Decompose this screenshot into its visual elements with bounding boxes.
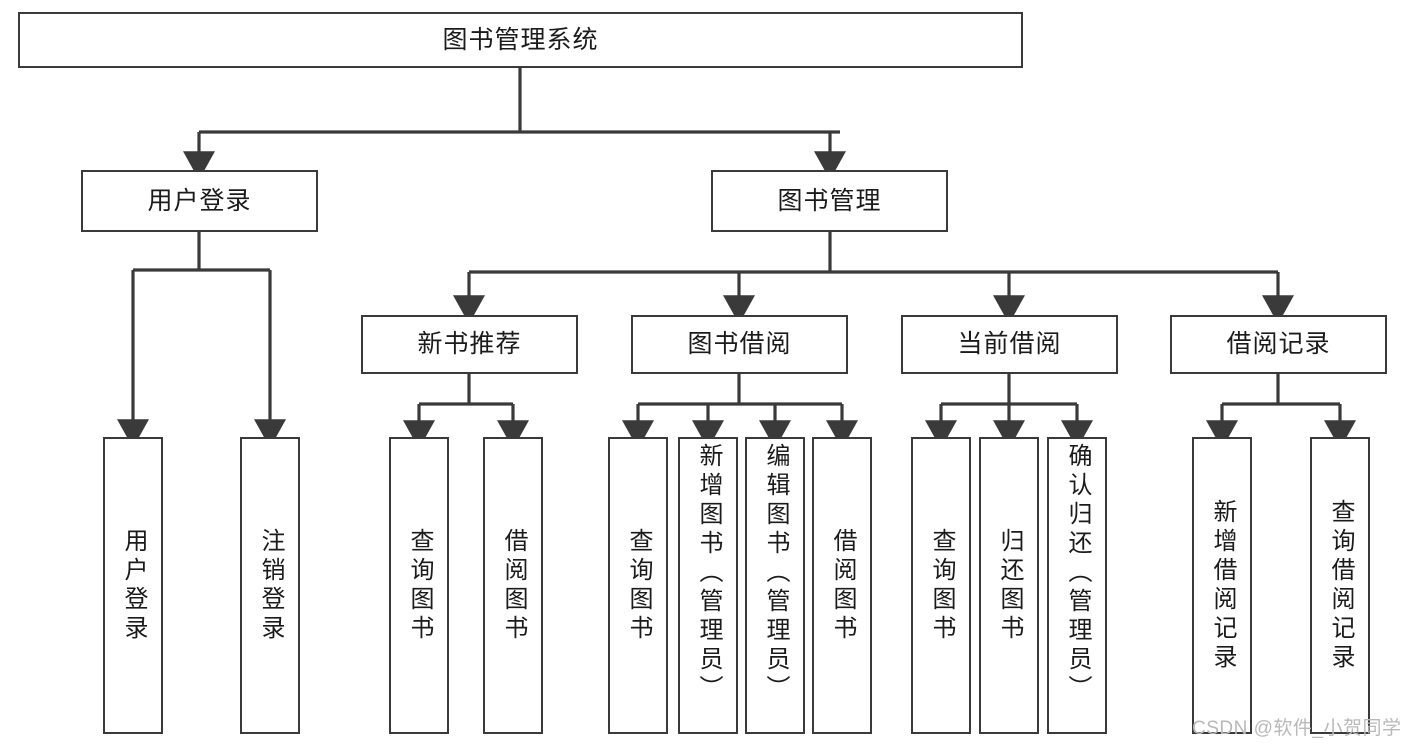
leaf-add-book-admin[interactable]: 新增图书（管理员）	[678, 437, 738, 734]
node-book-management[interactable]: 图书管理	[711, 170, 948, 232]
node-book-borrow[interactable]: 图书借阅	[631, 315, 848, 374]
leaf-label: 借阅图书	[829, 527, 856, 644]
leaf-label: 查询图书	[625, 527, 652, 644]
leaf-label: 新增图书（管理员）	[695, 443, 722, 704]
leaf-borrow-book-recommend[interactable]: 借阅图书	[483, 437, 543, 734]
node-label: 借阅记录	[1226, 330, 1331, 359]
leaf-confirm-return-admin[interactable]: 确认归还（管理员）	[1047, 437, 1107, 734]
leaf-label: 新增借阅记录	[1209, 498, 1236, 673]
node-root-system[interactable]: 图书管理系统	[18, 12, 1023, 68]
leaf-label: 注销登录	[257, 527, 284, 644]
leaf-return-book[interactable]: 归还图书	[979, 437, 1039, 734]
leaf-query-book-recommend[interactable]: 查询图书	[389, 437, 449, 734]
node-borrow-record[interactable]: 借阅记录	[1170, 315, 1387, 374]
leaf-label: 用户登录	[120, 527, 147, 644]
leaf-label: 查询借阅记录	[1327, 498, 1354, 673]
node-label: 图书借阅	[687, 330, 792, 359]
watermark-text: CSDN @软件_小贺同学	[1192, 718, 1402, 739]
leaf-edit-book-admin[interactable]: 编辑图书（管理员）	[745, 437, 805, 734]
leaf-query-book-borrow[interactable]: 查询图书	[608, 437, 668, 734]
node-new-book-recommend[interactable]: 新书推荐	[361, 315, 578, 374]
node-user-login[interactable]: 用户登录	[81, 170, 318, 232]
leaf-label: 归还图书	[996, 527, 1023, 644]
leaf-label: 查询图书	[928, 527, 955, 644]
leaf-label: 借阅图书	[500, 527, 527, 644]
leaf-label: 确认归还（管理员）	[1064, 443, 1091, 704]
node-label: 用户登录	[147, 186, 252, 215]
leaf-user-login[interactable]: 用户登录	[103, 437, 163, 734]
leaf-add-borrow-record[interactable]: 新增借阅记录	[1192, 437, 1252, 734]
node-current-borrow[interactable]: 当前借阅	[901, 315, 1118, 374]
leaf-logout[interactable]: 注销登录	[240, 437, 300, 734]
leaf-label: 查询图书	[406, 527, 433, 644]
node-label: 当前借阅	[957, 330, 1062, 359]
leaf-query-borrow-record[interactable]: 查询借阅记录	[1310, 437, 1370, 734]
leaf-borrow-book[interactable]: 借阅图书	[812, 437, 872, 734]
node-label: 新书推荐	[417, 330, 522, 359]
node-label: 图书管理	[777, 186, 882, 215]
leaf-query-book-current[interactable]: 查询图书	[911, 437, 971, 734]
node-label: 图书管理系统	[442, 25, 599, 54]
leaf-label: 编辑图书（管理员）	[762, 443, 789, 704]
